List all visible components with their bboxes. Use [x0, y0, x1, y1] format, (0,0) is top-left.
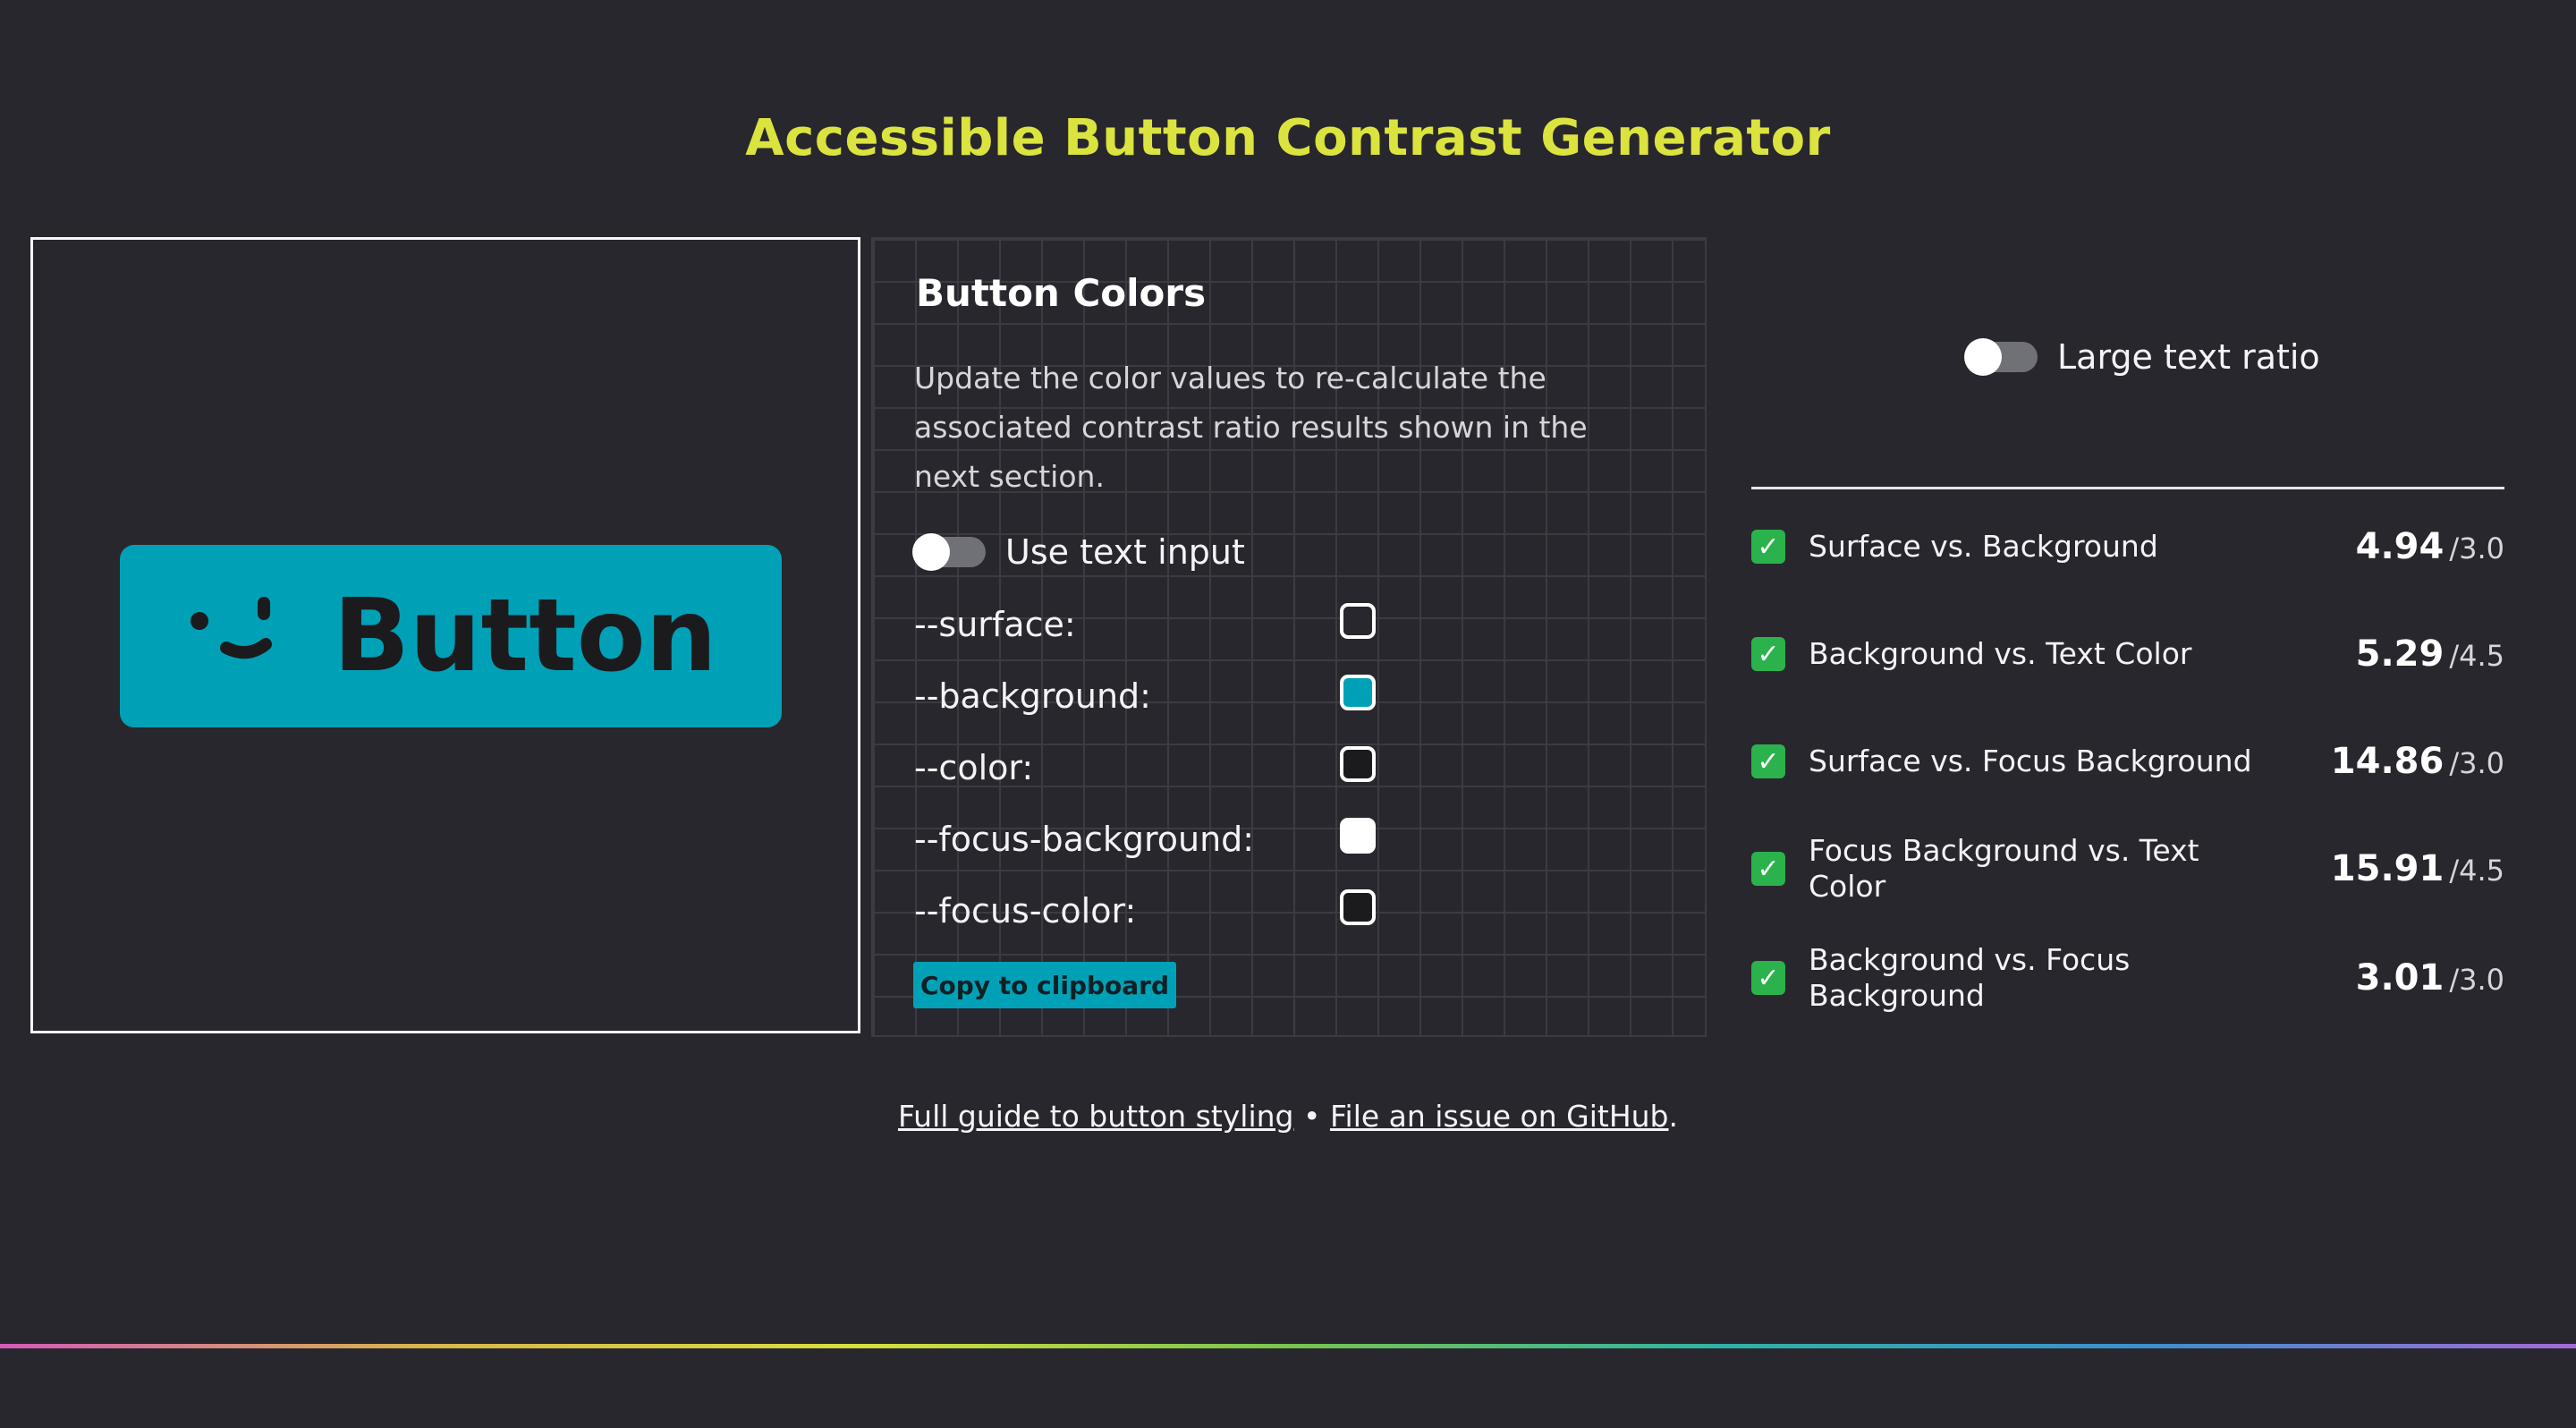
- background-color-swatch[interactable]: [1340, 675, 1376, 710]
- result-row: ✓ Focus Background vs. Text Color 15.91 …: [1751, 833, 2504, 904]
- focus-background-color-swatch[interactable]: [1340, 818, 1376, 854]
- required-ratio: /3.0: [2449, 963, 2504, 997]
- footer-period: .: [1668, 1099, 1679, 1134]
- check-mark-icon: ✓: [1751, 530, 1785, 564]
- preview-button[interactable]: Button: [120, 545, 782, 727]
- large-text-toggle-label: Large text ratio: [2057, 337, 2320, 377]
- variable-row-background: --background:: [914, 669, 1379, 723]
- result-row: ✓ Background vs. Focus Background 3.01 /…: [1751, 935, 2504, 1021]
- contrast-ratio: 4.94: [2355, 526, 2445, 567]
- result-value: 3.01 /3.0: [2356, 957, 2504, 999]
- button-styling-guide-link[interactable]: Full guide to button styling: [897, 1099, 1294, 1134]
- rainbow-divider: [0, 1344, 2576, 1348]
- text-color-swatch[interactable]: [1340, 746, 1376, 782]
- large-text-ratio-toggle[interactable]: Large text ratio: [1964, 337, 2320, 377]
- variable-row-focus-background: --focus-background:: [914, 812, 1379, 866]
- toggle-knob: [1964, 338, 2002, 376]
- variable-row-color: --color:: [914, 741, 1379, 795]
- check-mark-icon: ✓: [1751, 852, 1785, 886]
- text-input-toggle-label: Use text input: [1005, 532, 1245, 572]
- check-mark-icon: ✓: [1751, 961, 1785, 995]
- variable-row-surface: --surface:: [914, 598, 1379, 651]
- variable-label: --focus-color:: [914, 891, 1137, 931]
- preview-button-label: Button: [333, 578, 717, 694]
- result-value: 5.29 /4.5: [2356, 633, 2504, 675]
- variable-label: --surface:: [914, 605, 1076, 644]
- result-row: ✓ Surface vs. Background 4.94 /3.0: [1751, 513, 2504, 581]
- toggle-track[interactable]: [912, 533, 986, 571]
- required-ratio: /4.5: [2449, 854, 2504, 888]
- result-row: ✓ Background vs. Text Color 5.29 /4.5: [1751, 620, 2504, 688]
- button-preview-panel: Button: [30, 237, 860, 1033]
- button-colors-panel: Button Colors Update the color values to…: [871, 237, 1707, 1037]
- result-value: 15.91 /4.5: [2331, 848, 2504, 889]
- page-title: Accessible Button Contrast Generator: [745, 109, 1831, 167]
- toggle-track[interactable]: [1964, 338, 2038, 376]
- wink-smile-icon: [185, 596, 282, 676]
- variable-label: --color:: [914, 748, 1034, 787]
- required-ratio: /4.5: [2449, 639, 2504, 673]
- text-input-toggle[interactable]: Use text input: [912, 532, 1245, 572]
- result-label: Background vs. Focus Background: [1809, 942, 2131, 1013]
- focus-color-swatch[interactable]: [1340, 889, 1376, 925]
- copy-to-clipboard-button[interactable]: Copy to clipboard: [913, 962, 1176, 1008]
- variable-row-focus-color: --focus-color:: [914, 884, 1379, 938]
- contrast-results-panel: Large text ratio ✓ Surface vs. Backgroun…: [1751, 237, 2504, 1037]
- controls-title: Button Colors: [916, 271, 1207, 315]
- controls-description: Update the color values to re-calculate …: [914, 361, 1588, 494]
- result-label: Surface vs. Background: [1809, 529, 2158, 564]
- contrast-ratio: 3.01: [2355, 957, 2445, 999]
- variable-label: --focus-background:: [914, 820, 1255, 859]
- contrast-ratio: 14.86: [2330, 741, 2445, 782]
- footer-links: Full guide to button styling • File an i…: [0, 1099, 2576, 1134]
- required-ratio: /3.0: [2449, 531, 2504, 565]
- surface-color-swatch[interactable]: [1340, 603, 1376, 639]
- result-label: Background vs. Text Color: [1809, 636, 2192, 671]
- result-label: Surface vs. Focus Background: [1809, 744, 2252, 778]
- toggle-knob: [912, 533, 950, 571]
- result-row: ✓ Surface vs. Focus Background 14.86 /3.…: [1751, 727, 2504, 795]
- required-ratio: /3.0: [2449, 746, 2504, 780]
- result-value: 4.94 /3.0: [2356, 526, 2504, 567]
- contrast-ratio: 15.91: [2330, 848, 2445, 889]
- result-value: 14.86 /3.0: [2331, 741, 2504, 782]
- check-mark-icon: ✓: [1751, 744, 1785, 778]
- check-mark-icon: ✓: [1751, 637, 1785, 671]
- results-divider: [1751, 487, 2504, 489]
- github-issue-link[interactable]: File an issue on GitHub: [1329, 1099, 1669, 1134]
- footer-separator: •: [1293, 1099, 1330, 1134]
- contrast-ratio: 5.29: [2355, 633, 2445, 675]
- variable-label: --background:: [914, 676, 1151, 716]
- result-label: Focus Background vs. Text Color: [1809, 833, 2199, 904]
